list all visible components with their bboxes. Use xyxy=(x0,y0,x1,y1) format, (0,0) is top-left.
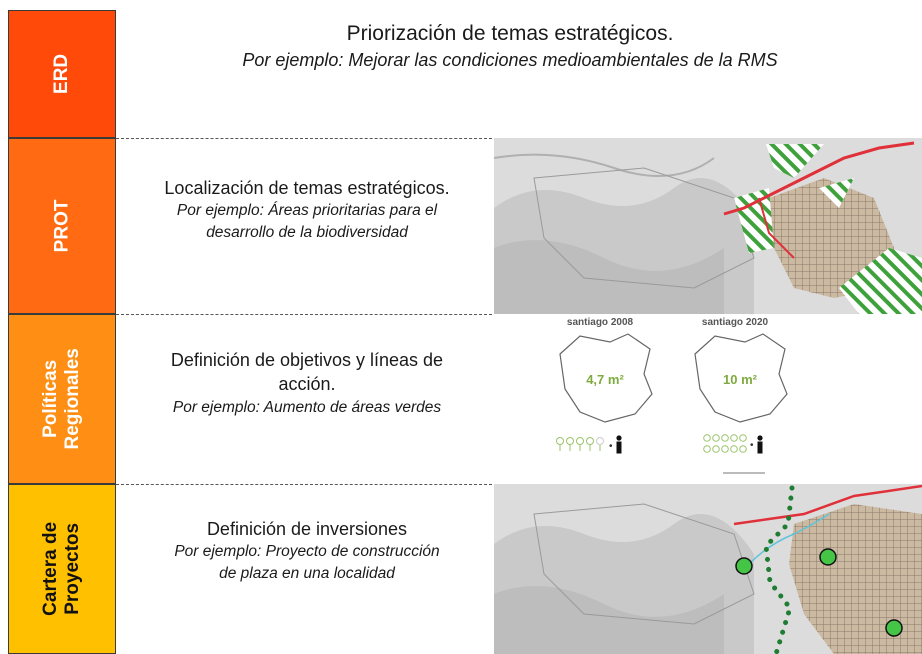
cartera-text-block: Definición de inversiones Por ejemplo: P… xyxy=(122,517,492,585)
red-highway-line xyxy=(733,484,922,526)
politicas-main-line2: acción. xyxy=(278,374,336,395)
river-line xyxy=(748,513,830,565)
infographic-left-title: santiago 2008 xyxy=(567,317,634,328)
tree-icon-group-2008 xyxy=(556,437,604,451)
tree-icon-group-2020 xyxy=(703,434,747,453)
erd-main-text: Priorización de temas estratégicos. xyxy=(346,22,674,45)
cartera-example-line1: Por ejemplo: Proyecto de construcción xyxy=(174,543,440,561)
band-politicas: Políticas Regionales xyxy=(8,314,116,484)
city-grid-icon xyxy=(789,504,922,654)
label-erd: ERD xyxy=(51,53,73,95)
equals-sign: • xyxy=(609,441,613,452)
separator-2 xyxy=(116,314,492,315)
plaza-marker xyxy=(735,557,753,575)
santiago-outline-2008 xyxy=(559,333,653,423)
prot-map-image xyxy=(494,138,922,314)
region-boundary xyxy=(533,167,755,289)
prot-example-line2: desarrollo de la biodiversidad xyxy=(206,223,408,241)
band-erd: ERD xyxy=(8,10,116,138)
infographic-left-value: 4,7 m² xyxy=(586,372,624,387)
green-hatched-priority-area xyxy=(734,188,774,253)
person-icon xyxy=(757,435,763,454)
city-grid-icon xyxy=(769,178,894,298)
cartera-main-text: Definición de inversiones xyxy=(206,519,408,539)
label-cartera-line1: Cartera de xyxy=(40,522,62,616)
politicas-text-block: Definición de objetivos y líneas de acci… xyxy=(122,348,492,418)
erd-text-block: Priorización de temas estratégicos. Por … xyxy=(130,22,890,71)
separator-3 xyxy=(116,484,492,485)
red-highway-line xyxy=(723,141,915,216)
infographic-right-value: 10 m² xyxy=(723,372,758,387)
santiago-outline-2020 xyxy=(694,333,788,423)
green-areas-infographic: santiago 2008 santiago 2020 4,7 m² 10 m²… xyxy=(556,317,788,474)
dotted-green-route xyxy=(763,485,795,654)
band-cartera: Cartera de Proyectos xyxy=(8,484,116,654)
label-politicas-line1: Políticas xyxy=(40,359,62,439)
prot-example-line1: Por ejemplo: Áreas prioritarias para el xyxy=(176,202,438,220)
cartera-map-image xyxy=(494,484,922,654)
politicas-example-text: Por ejemplo: Aumento de áreas verdes xyxy=(172,398,442,416)
green-hatched-priority-area xyxy=(766,144,824,178)
plaza-marker xyxy=(819,548,837,566)
erd-example-text: Por ejemplo: Mejorar las condiciones med… xyxy=(242,50,778,70)
terrain-ridge xyxy=(494,153,715,177)
terrain-ridge xyxy=(494,240,724,314)
prot-main-text: Localización de temas estratégicos. xyxy=(164,178,450,198)
politicas-main-line1: Definición de objetivos y líneas de xyxy=(170,350,444,370)
terrain-ridge xyxy=(494,586,724,654)
label-politicas-line2: Regionales xyxy=(62,348,83,450)
label-prot: PROT xyxy=(51,199,73,253)
separator-1 xyxy=(116,138,492,139)
prot-text-block: Localización de temas estratégicos. Por … xyxy=(122,176,492,244)
footnote-mark xyxy=(723,472,765,474)
person-icon xyxy=(616,435,622,454)
plaza-marker xyxy=(885,619,903,637)
equals-sign: • xyxy=(750,440,754,451)
red-highway-line xyxy=(758,197,795,259)
green-hatched-priority-area xyxy=(839,248,922,314)
cartera-example-line2: de plaza en una localidad xyxy=(219,564,395,582)
label-cartera: Cartera de Proyectos xyxy=(40,522,84,616)
band-prot: PROT xyxy=(8,138,116,314)
label-politicas: Políticas Regionales xyxy=(40,348,84,449)
infographic-right-title: santiago 2020 xyxy=(702,317,769,328)
green-hatched-priority-area xyxy=(819,178,854,208)
region-boundary xyxy=(533,503,755,625)
label-cartera-line2: Proyectos xyxy=(62,523,83,615)
